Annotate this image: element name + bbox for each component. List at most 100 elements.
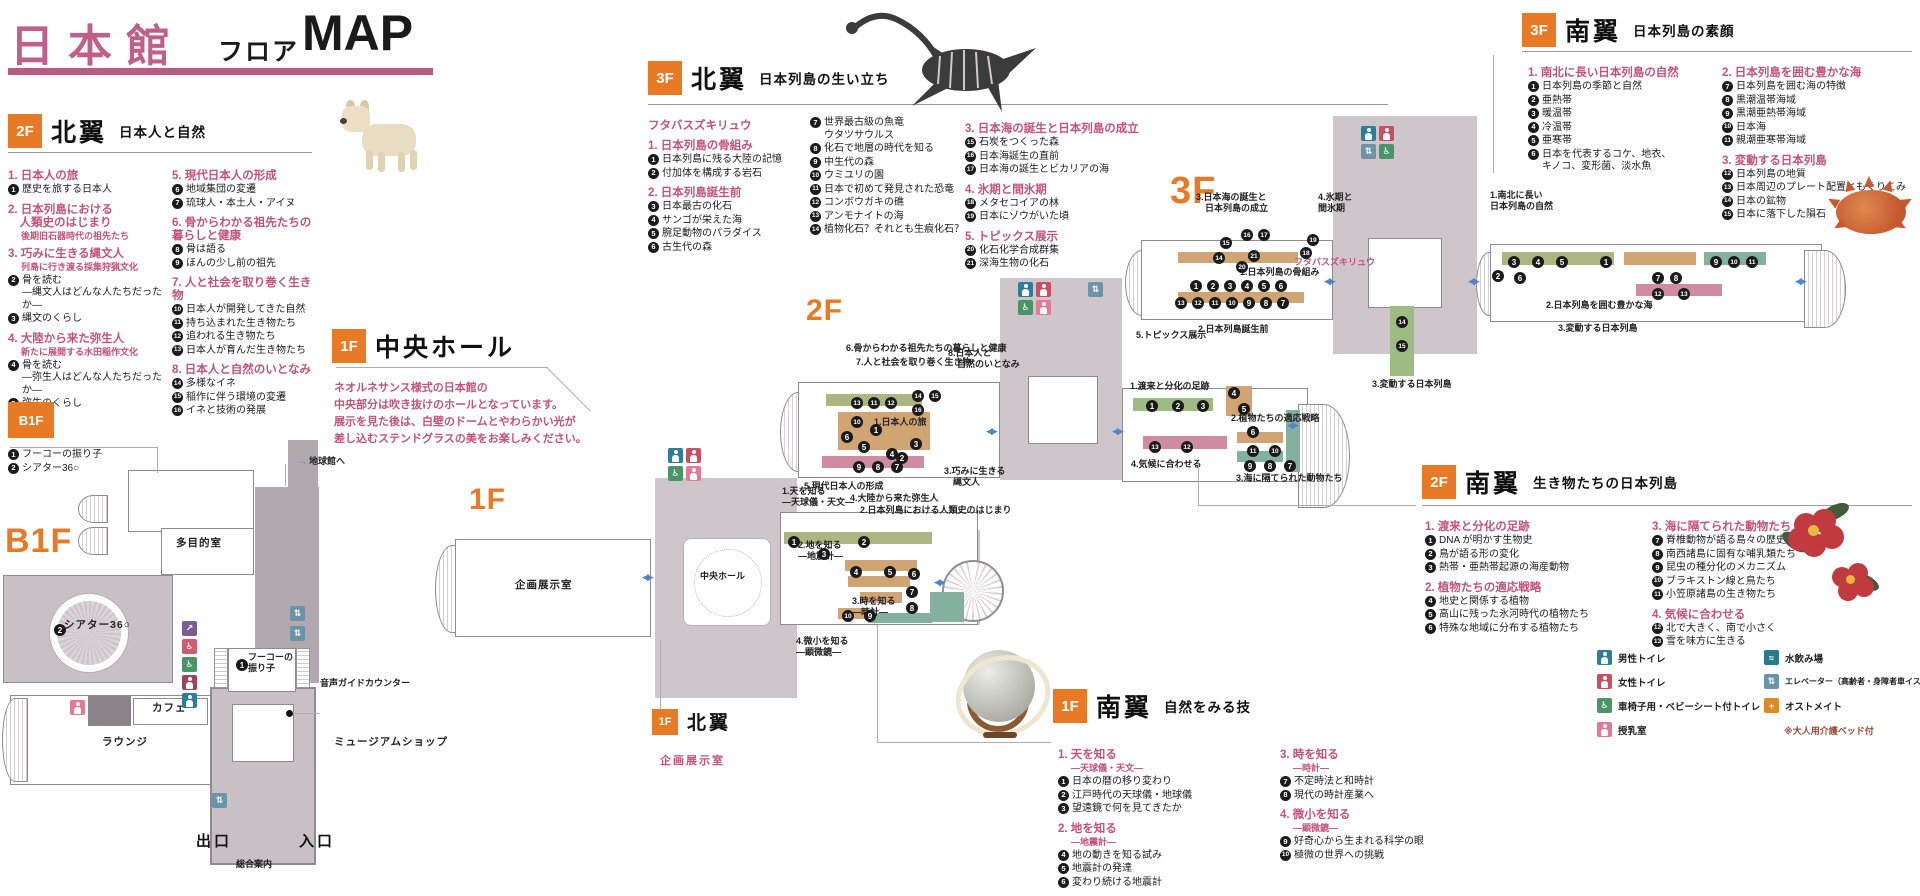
exhibit-item-number: 6 (648, 241, 659, 253)
exhibit-number-dot: 5 (884, 566, 896, 578)
exhibit-item-label: 日本海の誕生とビカリアの海 (979, 164, 1109, 175)
legend-row: 授乳室 (1597, 722, 1647, 737)
exhibit-item-label: 日本人が開発してきた自然 (186, 304, 306, 315)
exhibit-number-dot: 8 (906, 602, 918, 614)
exhibit-item-number: 1 (8, 184, 19, 195)
exhibit-group-subnote: 後期旧石器時代の祖先たち (21, 230, 130, 241)
exhibit-number-dot: 1 (870, 424, 882, 436)
exhibit-number-dot: 5 (1258, 280, 1270, 292)
exhibit-item-number: 2 (8, 274, 19, 286)
title-underline (8, 68, 433, 75)
exhibit-feature-title: フタバスズキリュウ (648, 120, 752, 132)
wing-name: 北翼 (691, 66, 748, 94)
exhibit-item-number: 7 (1722, 81, 1733, 92)
exhibit-item-number: 8 (172, 244, 183, 255)
exhibit-item-label: 日本最古の化石 (662, 201, 732, 212)
page-title-map: MAP (302, 5, 414, 61)
exhibit-item-number: 20 (965, 244, 976, 256)
elevator-icon: ⇅ (290, 606, 305, 621)
central-hall-dome-pattern (694, 549, 762, 617)
exhibit-number-dot: 16 (912, 404, 924, 416)
map-room (1028, 376, 1098, 444)
exhibit-group-heading: 1. 天を知る (1058, 749, 1117, 761)
exhibit-number-dot: 4 (1241, 280, 1253, 292)
exhibit-item-number: 9 (172, 257, 183, 269)
women-toilet-icon (1597, 674, 1612, 689)
map-label: 2.日本列島誕生前 (1198, 324, 1269, 334)
exhibit-item-label: ウミユリの園 (824, 170, 884, 181)
connector-line (288, 713, 320, 714)
exhibit-item-label: 古生代の森 (662, 241, 712, 253)
direction-arrow-icon (934, 577, 944, 588)
exhibit-number-dot: 10 (1269, 445, 1281, 457)
exhibit-item-number: 12 (1652, 622, 1663, 634)
exhibit-group-heading: 4. 気候に合わせる (1652, 608, 1746, 621)
exhibit-item-number: 3 (1425, 562, 1436, 573)
map-label: 3F (1170, 170, 1217, 212)
stairs-icon (296, 648, 310, 688)
exhibit-item-number: 12 (1722, 168, 1733, 180)
person-glyph (671, 449, 680, 462)
legend-row: ♿車椅子用・ベビーシート付トイレ (1597, 698, 1760, 713)
exhibit-group-heading: 2. 日本列島を囲む豊かな海 (1722, 67, 1862, 79)
floor-badge: 1F (1053, 689, 1087, 723)
exhibit-number-dot: 2 (54, 624, 66, 636)
map-label: 音声ガイドカウンター (320, 678, 411, 688)
map-label: カフェ (152, 702, 187, 714)
map-room (1237, 451, 1283, 462)
person-glyph (1364, 127, 1373, 140)
exhibit-number-dot: 15 (1220, 237, 1232, 249)
exhibit-item-label: 琉球人・本土人・アイヌ (186, 197, 296, 209)
person-glyph (1600, 723, 1609, 736)
exhibit-item-number: 8 (810, 143, 821, 154)
exhibit-number-dot: 17 (1258, 229, 1270, 241)
exhibit-number-dot: 8 (1260, 297, 1272, 309)
exhibit-item-label: 高山に残った氷河時代の植物たち (1439, 609, 1589, 620)
exhibit-number-dot: 8 (1670, 272, 1682, 284)
connector-line (10, 447, 158, 448)
exhibit-group-heading: 3. 時を知る (1280, 749, 1339, 761)
exhibit-item-label: 植物化石？それとも生痕化石？ (824, 224, 964, 235)
stairs-icon (1298, 404, 1350, 508)
wing-subtitle: 自然をみる技 (1164, 700, 1252, 715)
exhibit-item-number: 1 (1058, 776, 1069, 787)
exhibit-group-subnote: 新たに展開する水田稲作文化 (21, 346, 139, 357)
exhibit-item-number: 19 (965, 211, 976, 222)
direction-arrow-icon (1468, 276, 1478, 287)
legend-label: エレベーター（高齢者・身障者車イス対応） (1785, 677, 1920, 686)
exhibit-item-label: 歴史を旅する日本人 (22, 184, 112, 195)
map-label: 多目的室 (176, 537, 222, 549)
section-rule (648, 104, 1388, 105)
stairs-icon (1804, 250, 1846, 328)
map-room (1368, 238, 1442, 308)
accessible-baby-toilet-icon: ♿ (668, 466, 683, 481)
exhibit-item-label: 極微の世界への挑戦 (1294, 849, 1384, 861)
map-label: ラウンジ (102, 736, 148, 748)
exhibit-item-label: 日本を代表するコケ、地衣、 (1542, 148, 1672, 160)
exhibit-number-dot: 11 (1746, 256, 1758, 268)
exhibit-item-label: サンゴが栄えた海 (662, 214, 742, 226)
exhibit-number-dot: 16 (1241, 229, 1253, 241)
wing-subtitle: 日本列島の素顔 (1633, 24, 1735, 39)
exhibit-item-label: フーコーの振り子 (22, 449, 102, 460)
exhibit-number-dot: 9 (853, 461, 865, 473)
legend-label: 女性トイレ (1618, 677, 1666, 689)
map-label: 3.海に隔てられた動物たち (1236, 473, 1343, 483)
